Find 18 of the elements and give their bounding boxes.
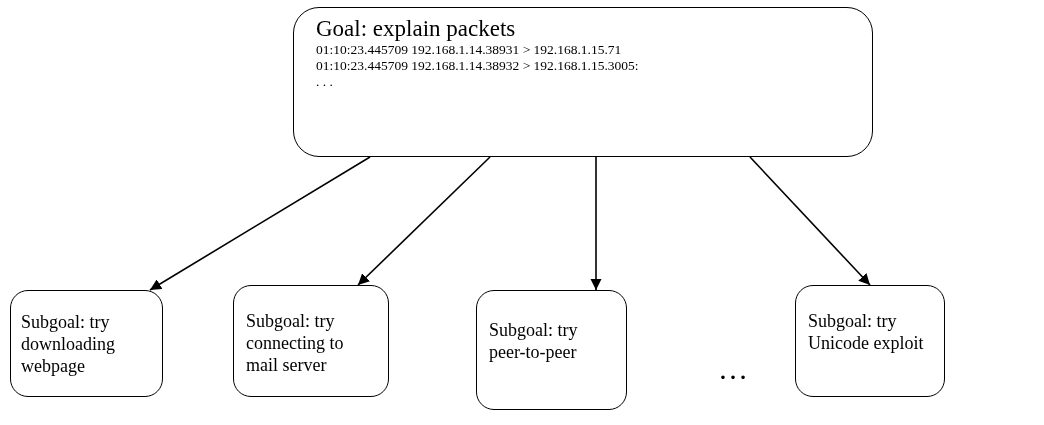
arrow — [149, 156, 371, 291]
packet-line: 01:10:23.445709 192.168.1.14.38931 > 192.168.1.15.71 — [316, 42, 623, 58]
arrow — [357, 156, 491, 286]
goal-title: Goal: explain packets — [316, 16, 517, 42]
ellipsis: … — [718, 352, 750, 386]
packet-line: . . . — [316, 74, 334, 90]
subgoal-box — [10, 290, 163, 397]
goal-box — [293, 7, 873, 157]
packet-line: 01:10:23.445709 192.168.1.14.38932 > 192.168.1.15.3005: — [316, 58, 640, 74]
arrow — [749, 156, 871, 286]
arrow — [590, 156, 602, 291]
subgoal-text: Subgoal: try peer-to-peer — [489, 319, 579, 363]
subgoal-text: Subgoal: try connecting to mail server — [246, 310, 345, 376]
subgoal-box — [476, 290, 627, 410]
subgoal-text: Subgoal: try downloading webpage — [21, 311, 116, 377]
subgoal-box — [795, 285, 945, 397]
subgoal-text: Subgoal: try Unicode exploit — [808, 310, 925, 354]
subgoal-box — [233, 285, 389, 397]
